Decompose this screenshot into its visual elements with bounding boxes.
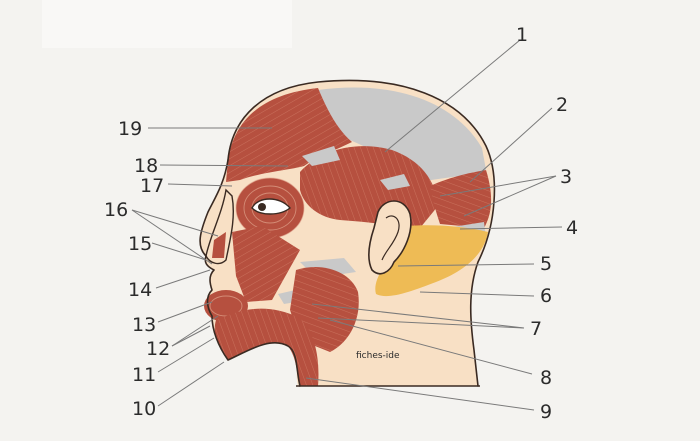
credit-text: fiches-ide <box>356 351 400 361</box>
label-4: 4 <box>566 217 578 239</box>
label-5: 5 <box>540 253 552 275</box>
label-1: 1 <box>516 24 528 46</box>
label-13: 13 <box>132 314 156 336</box>
label-17: 17 <box>140 175 164 197</box>
label-18: 18 <box>134 155 158 177</box>
aponeurosis-patch <box>380 174 410 190</box>
label-16: 16 <box>104 199 128 221</box>
aponeurosis <box>318 87 486 182</box>
ear <box>368 200 412 275</box>
label-9: 9 <box>540 401 552 423</box>
nasalis-muscle <box>212 232 226 258</box>
label-8: 8 <box>540 367 552 389</box>
label-19: 19 <box>118 118 142 140</box>
aponeurosis-patch <box>302 146 340 166</box>
head-outline <box>227 79 496 387</box>
label-7: 7 <box>530 318 542 340</box>
label-2: 2 <box>556 94 568 116</box>
label-11: 11 <box>132 364 156 386</box>
pupil <box>258 203 266 211</box>
nose <box>205 188 235 265</box>
label-15: 15 <box>128 233 152 255</box>
label-12: 12 <box>146 338 170 360</box>
label-3: 3 <box>560 166 572 188</box>
callout-labels: 1 2 3 4 5 6 7 8 9 10 11 12 13 14 15 16 1… <box>104 24 578 423</box>
leader-lines <box>131 39 563 411</box>
label-14: 14 <box>128 279 152 301</box>
background-panel <box>42 0 292 48</box>
label-6: 6 <box>540 285 552 307</box>
label-10: 10 <box>132 398 156 420</box>
